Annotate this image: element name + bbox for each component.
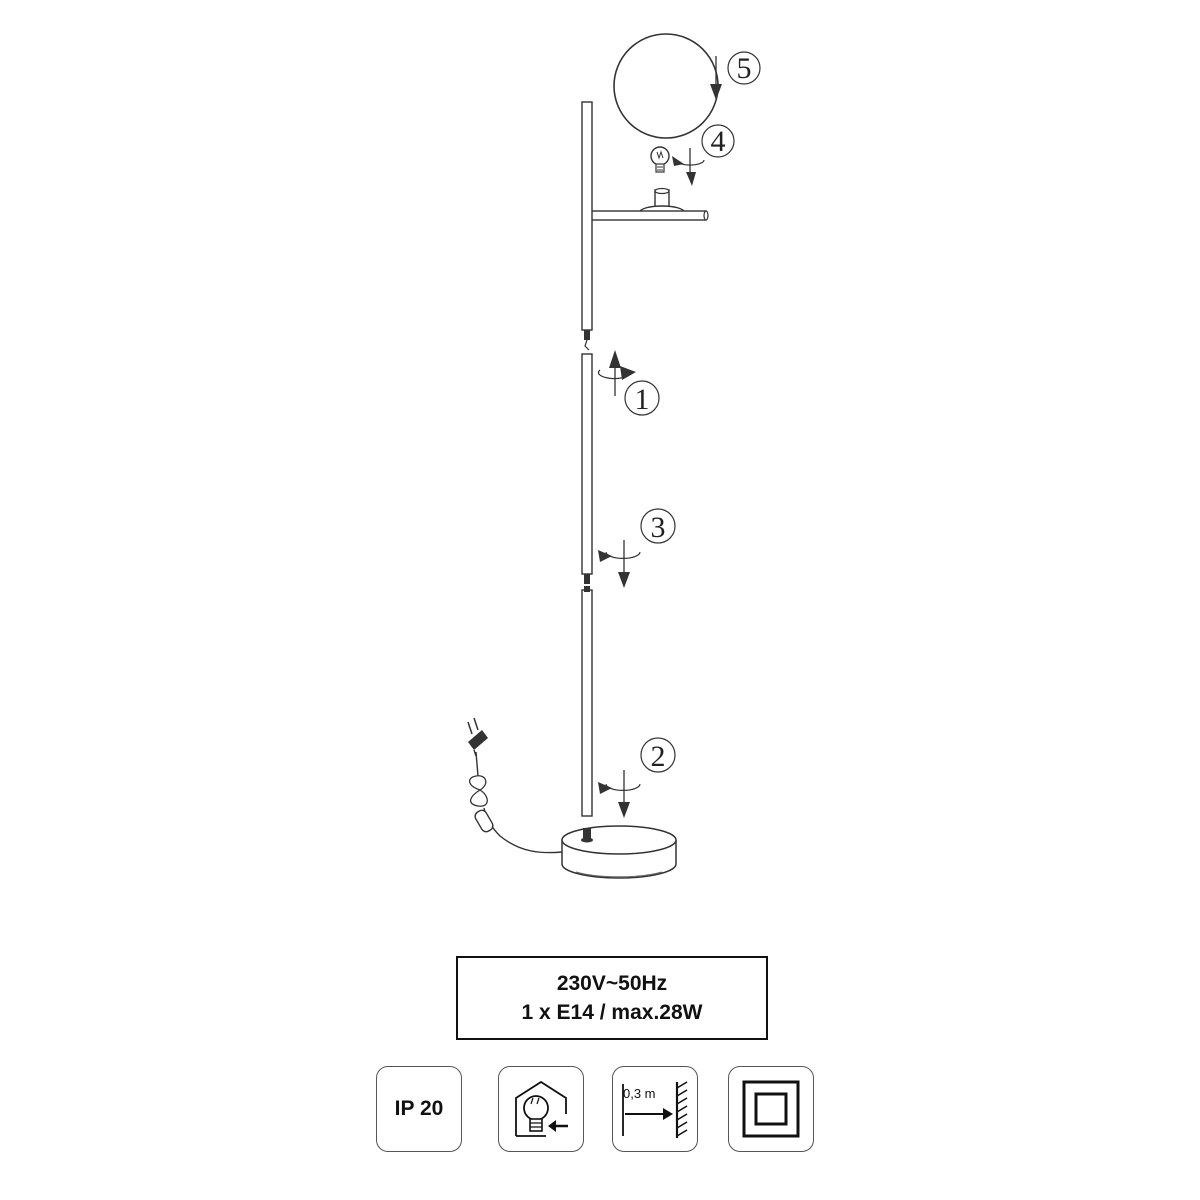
assembly-diagram: 5 4 xyxy=(467,33,761,879)
step-2-label: 2 xyxy=(640,737,676,773)
pole-segment-top xyxy=(581,101,593,351)
step-1-rotate-arrow xyxy=(597,350,636,396)
step-1-number: 1 xyxy=(635,383,650,416)
lamp-base xyxy=(561,825,677,879)
step-4-rotate-arrow xyxy=(672,148,705,186)
step-1-label: 1 xyxy=(624,380,660,416)
step-3-rotate-arrow xyxy=(598,540,641,588)
voltage-spec: 230V~50Hz xyxy=(556,972,668,995)
power-plug xyxy=(467,717,488,757)
min-distance-badge: 0,3 m xyxy=(612,1066,698,1152)
class-ii-double-insulation-icon xyxy=(742,1080,800,1138)
step-4-label: 4 xyxy=(701,124,735,158)
double-insulation-badge xyxy=(728,1066,814,1152)
step-3-number: 3 xyxy=(651,511,666,544)
step-5-number: 5 xyxy=(737,52,752,85)
inline-switch xyxy=(474,809,494,833)
step-2-number: 2 xyxy=(651,740,666,773)
bulb-replacement-badge xyxy=(498,1066,584,1152)
ip-rating-badge: IP 20 xyxy=(376,1066,462,1152)
horizontal-arm xyxy=(589,210,709,221)
distance-to-wall-icon: 0,3 m xyxy=(622,1081,688,1138)
step-3-label: 3 xyxy=(640,508,676,544)
bulb-spec: 1 x E14 / max.28W xyxy=(521,1001,703,1024)
electrical-specs-box: 230V~50Hz 1 x E14 / max.28W xyxy=(456,956,768,1040)
step-5-arrow xyxy=(710,56,722,100)
glass-globe xyxy=(613,33,719,139)
min-distance-text: 0,3 m xyxy=(623,1086,656,1101)
step-4-number: 4 xyxy=(711,125,726,158)
pole-segment-bottom xyxy=(581,586,593,817)
step-5-label: 5 xyxy=(727,51,761,85)
pole-segment-middle xyxy=(581,353,593,584)
bulb-replacement-icon xyxy=(515,1080,568,1137)
power-cable xyxy=(469,751,563,854)
ip-rating-text: IP 20 xyxy=(394,1097,444,1120)
step-2-rotate-arrow xyxy=(598,770,641,818)
bulb-icon xyxy=(650,146,670,173)
